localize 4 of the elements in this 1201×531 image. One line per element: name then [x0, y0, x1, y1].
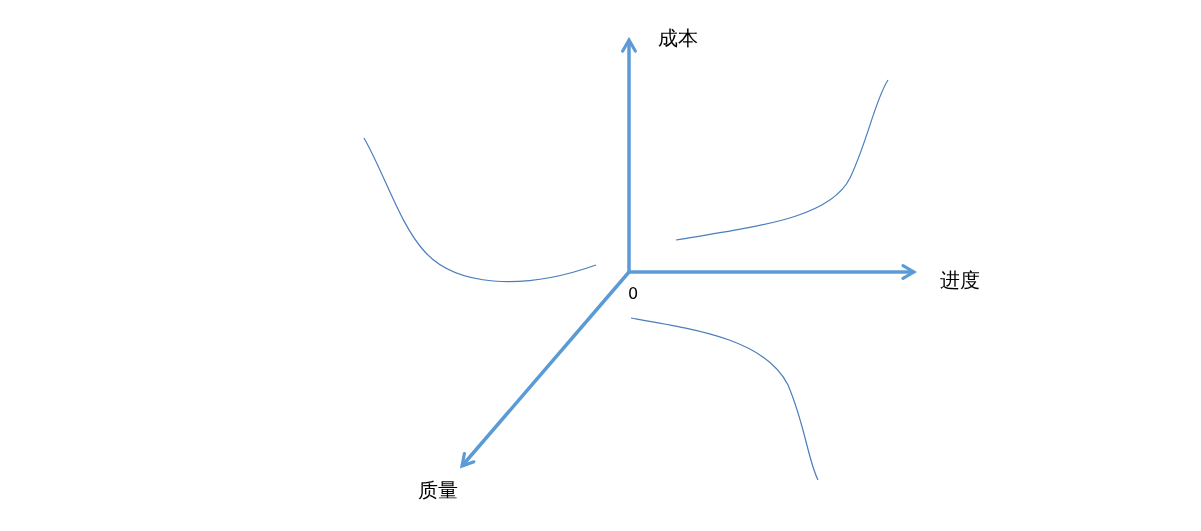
axis-label: 进度: [940, 270, 980, 290]
axis-label: 成本: [658, 28, 698, 48]
axis-label: 质量: [418, 480, 458, 500]
origin-label: 0: [628, 286, 639, 302]
